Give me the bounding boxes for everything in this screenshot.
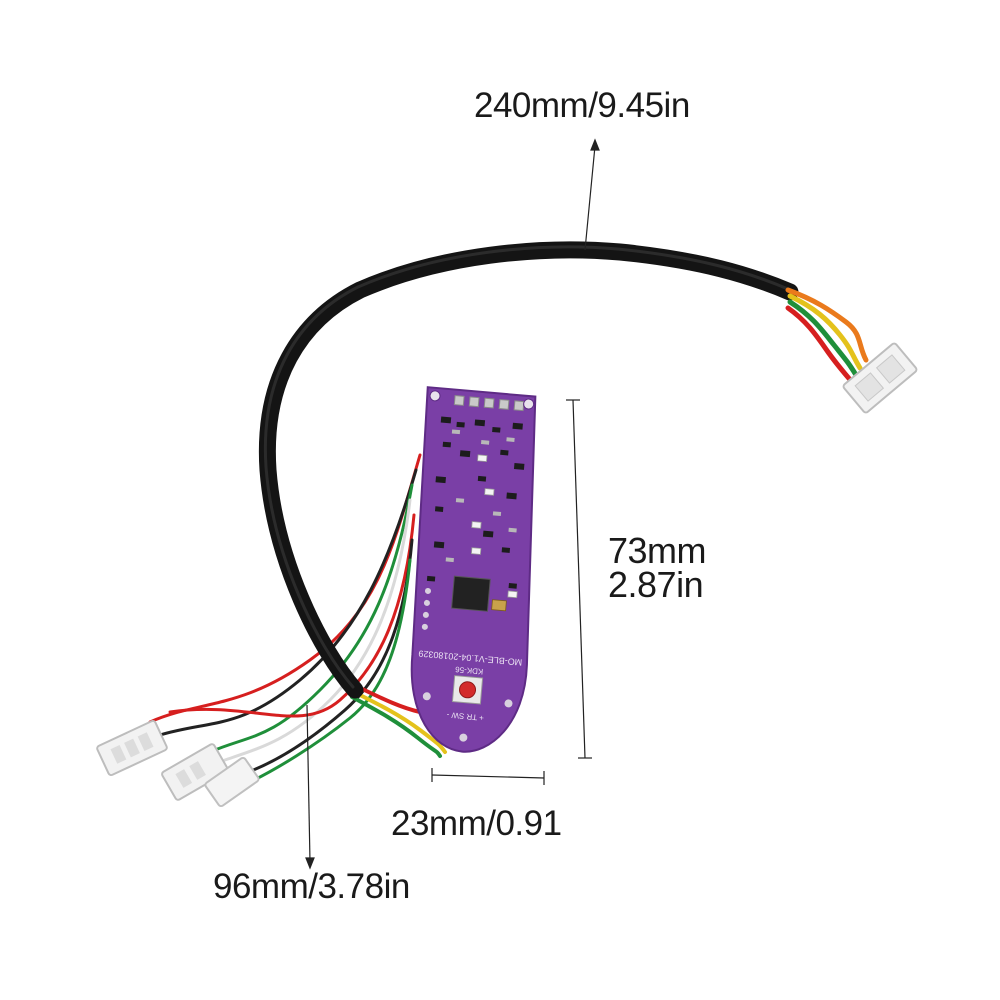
- board-height-in: 2.87in: [608, 564, 704, 605]
- board-silkscreen-small: KDK-56: [454, 665, 483, 676]
- board-height-mm: 73mm: [608, 530, 707, 571]
- switch-button: [459, 681, 477, 699]
- lead-wire-green-2: [248, 558, 412, 784]
- lead-wire-red-2: [168, 513, 416, 718]
- dimension-lines: [305, 138, 600, 870]
- left-connector-3: [204, 756, 260, 808]
- lead-wire-black-1: [158, 468, 418, 737]
- cable-length-arrow: [584, 145, 596, 251]
- right-connector: [842, 342, 918, 414]
- main-chip: [451, 575, 491, 612]
- left-connector-1: [96, 719, 168, 777]
- lead-length-arrow: [306, 704, 311, 863]
- lead-wire-black-2: [238, 538, 414, 777]
- board-height-label: 73mm 2.87in: [608, 530, 707, 605]
- lead-wire-green: [208, 483, 414, 754]
- height-dimension-line: [572, 399, 586, 759]
- lead-wires: [148, 453, 422, 784]
- width-dimension-line: [431, 774, 545, 779]
- switch-label: + TR SW -: [446, 710, 484, 722]
- board-width-label: 23mm/0.91: [391, 804, 562, 843]
- lead-wire-white: [223, 498, 412, 762]
- circuit-board: MO-BLE-V1.04-20180329 KDK-56 + TR SW -: [410, 386, 537, 753]
- cable-inner-wires-bottom: [348, 684, 447, 758]
- lead-length-label: 96mm/3.78in: [213, 867, 410, 906]
- cable-end-wires: [785, 287, 869, 385]
- left-connector-2: [161, 743, 229, 801]
- cable-length-label: 240mm/9.45in: [474, 86, 690, 125]
